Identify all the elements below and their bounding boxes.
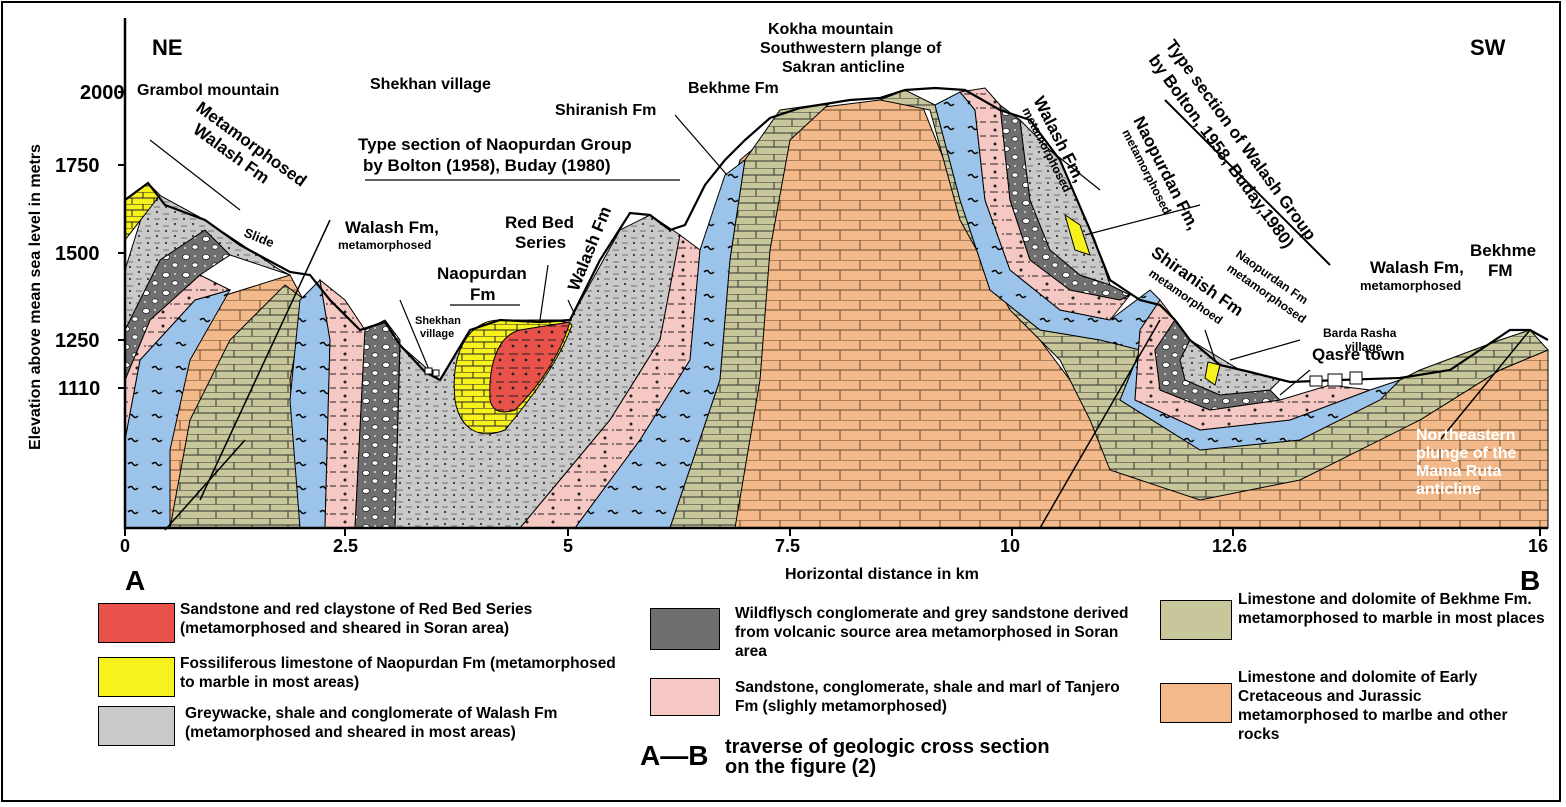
legend-text-walash: Greywacke, shale and conglomerate of Wal…	[185, 705, 558, 741]
y-tick-1250: 1250	[55, 330, 100, 352]
label-walash-far-2: metamorphosed	[1360, 278, 1461, 293]
x-tick-12.6: 12.6	[1212, 536, 1247, 556]
x-tick-16: 16	[1528, 536, 1548, 556]
traverse-ab: A—B	[640, 740, 708, 771]
y-axis-label: Elevation above mean sea level in metrs	[27, 144, 44, 450]
label-bekhme-far-1: Bekhme	[1470, 241, 1536, 260]
label-mama-3: Mama Ruta	[1416, 463, 1501, 480]
label-mama-1: Northeastern	[1416, 427, 1516, 444]
label-qasre: Qasre town	[1312, 345, 1405, 364]
label-bekhme: Bekhme Fm	[688, 80, 779, 97]
label-grambol: Grambol mountain	[137, 82, 279, 99]
leader-lines	[149, 99, 1331, 396]
traverse-text-1: traverse of geologic cross section	[725, 736, 1050, 758]
x-axis-label: Horizontal distance in km	[785, 566, 979, 583]
legend-swatch-tanjero	[650, 678, 720, 716]
label-naopurdan-1: Naopurdan	[437, 264, 527, 283]
label-walash-left-sub: metamorphosed	[338, 238, 431, 252]
label-barda-2: village	[1345, 340, 1383, 354]
legend-swatch-wildflysch	[650, 608, 720, 650]
legend-text-cretaceous: Limestone and dolomite of Early Cretaceo…	[1238, 669, 1508, 743]
walash-band-left	[124, 189, 291, 331]
label-b: B	[1520, 565, 1540, 596]
legend-text-wildflysch: Wildflysch conglomerate and grey sandsto…	[735, 605, 1129, 660]
label-bekhme-far-2: FM	[1488, 261, 1513, 280]
label-walash-far-1: Walash Fm,	[1370, 258, 1464, 277]
legend-swatch-red-bed	[98, 603, 175, 643]
legend-text-naopurdan: Fossiliferous limestone of Naopurdan Fm …	[180, 655, 616, 691]
label-ne: NE	[152, 35, 183, 60]
legend-swatch-naopurdan	[98, 657, 175, 697]
legend-text-tanjero: Sandstone, conglomerate, shale and marl …	[735, 679, 1120, 715]
label-red-bed-2: Series	[515, 233, 566, 252]
fault-lines	[164, 219, 1531, 531]
label-kokha-2: Southwestern plange of	[760, 40, 942, 57]
y-tick-1110: 1110	[58, 378, 100, 400]
mama-ruta-label: Northeastern plunge of the Mama Ruta ant…	[1416, 427, 1517, 498]
y-tick-1500: 1500	[55, 243, 100, 265]
label-type-walash-2: by Bolton, 1958, Buday,1980)	[1145, 51, 1298, 251]
label-red-bed-1: Red Bed	[505, 213, 574, 232]
y-axis-ticks	[118, 91, 125, 389]
y-tick-1750: 1750	[55, 155, 100, 177]
label-shiranish: Shiranish Fm	[555, 102, 656, 119]
label-slide: Slide	[242, 225, 276, 251]
label-mama-2: plunge of the	[1416, 445, 1517, 462]
x-tick-7.5: 7.5	[775, 536, 800, 556]
y-tick-2000: 2000	[80, 82, 125, 104]
legend-swatch-bekhme	[1160, 600, 1232, 640]
legend-text-bekhme: Limestone and dolomite of Bekhme Fm. met…	[1238, 591, 1545, 627]
label-kokha-3: Sakran anticline	[782, 59, 905, 76]
label-mama-4: anticline	[1416, 481, 1481, 498]
label-shekhan-small-1: Shekhan	[415, 315, 461, 327]
legend-swatch-cretaceous	[1160, 683, 1232, 723]
naopurdan-right-pod	[1064, 213, 1221, 386]
label-shekhan-village: Shekhan village	[370, 76, 491, 93]
label-a: A	[125, 565, 145, 596]
label-kokha-1: Kokha mountain	[768, 21, 893, 38]
x-tick-5: 5	[563, 536, 573, 556]
topographic-surface	[123, 86, 1549, 384]
label-shekhan-small-2: village	[420, 328, 454, 340]
village-markers	[424, 367, 1363, 387]
label-type-naopurdan-2: by Bolton (1958), Buday (1980)	[363, 156, 611, 175]
legend-swatch-walash	[98, 706, 175, 746]
label-walash-left: Walash Fm,	[345, 218, 439, 237]
label-type-naopurdan-1: Type section of Naopurdan Group	[358, 135, 632, 154]
x-axis-ticks	[124, 528, 1541, 536]
x-tick-10: 10	[1000, 536, 1020, 556]
x-tick-2.5: 2.5	[333, 536, 358, 556]
label-barda-1: Barda Rasha	[1323, 326, 1397, 340]
label-sw: SW	[1470, 35, 1506, 60]
legend-text-red-bed: Sandstone and red claystone of Red Bed S…	[180, 601, 533, 637]
traverse-text-2: on the figure (2)	[725, 756, 876, 778]
label-naopurdan-2: Fm	[470, 285, 496, 304]
red-bed-series	[489, 321, 571, 413]
x-tick-0: 0	[120, 536, 130, 556]
